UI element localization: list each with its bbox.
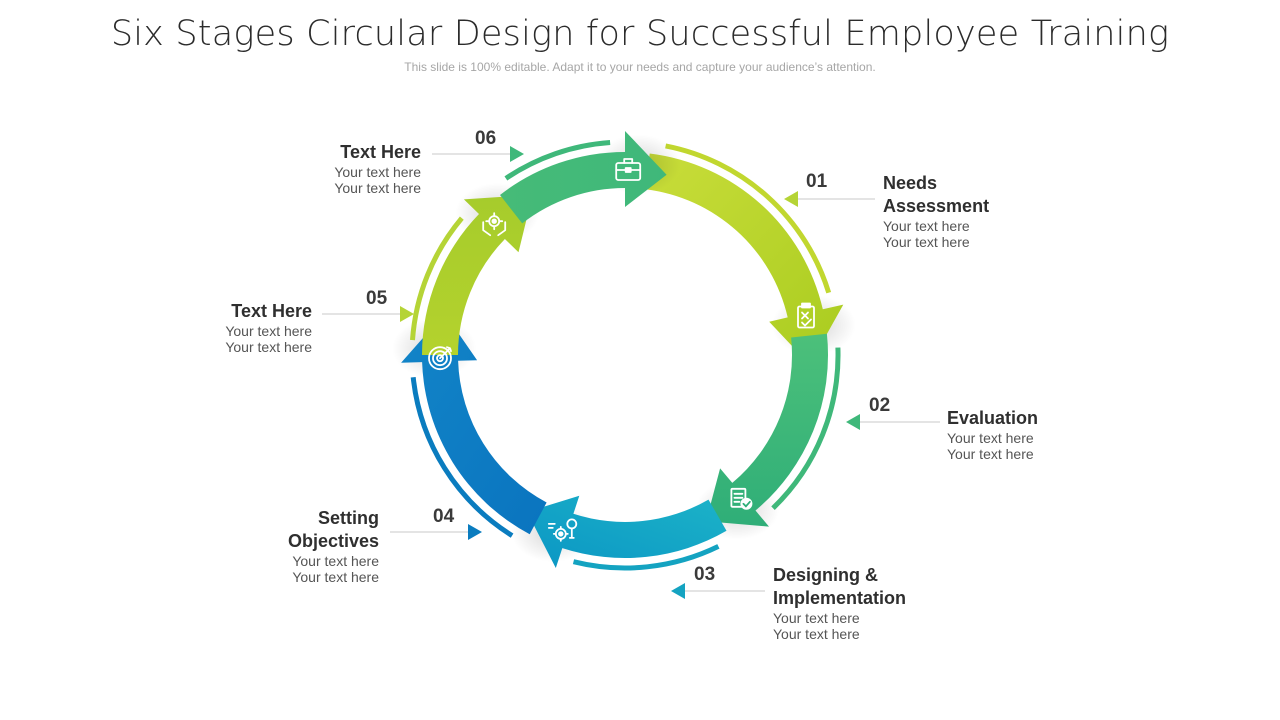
clipboard-check-icon: [797, 302, 815, 329]
arrow-06-accent-arc: [504, 140, 611, 181]
stage-01-text-block: Needs Assessment Your text here Your tex…: [883, 172, 989, 250]
stage-06-pointer-triangle: [510, 146, 524, 162]
stage-06-number: 06: [475, 128, 497, 149]
stage-03-label: Designing & Implementation: [773, 564, 906, 610]
checklist-badge-icon: [730, 487, 753, 510]
stage-04-label-line-1: Setting: [318, 508, 379, 528]
arrow-01-accent-arc: [665, 143, 832, 294]
stage-01-text-2: Your text here: [883, 234, 970, 250]
arrow-05-accent-arc: [410, 216, 464, 341]
stage-01-pointer-triangle: [784, 191, 798, 207]
arrow-06: [500, 131, 667, 224]
arrow-01: [645, 153, 844, 365]
gears-lightbulb-icon: [547, 518, 578, 542]
stage-05-number: 05: [366, 288, 388, 309]
stage-04-label-line-2: Objectives: [287, 531, 379, 551]
stage-03-number: 03: [694, 564, 716, 585]
stage-04-text-block: Setting Objectives Your text here Your t…: [288, 507, 379, 585]
stage-01-label: Needs Assessment: [883, 172, 989, 218]
stage-06-text-2: Your text here: [334, 180, 421, 196]
target-icon: [428, 346, 452, 371]
slide-title: Six Stages Circular Design for Successfu…: [110, 14, 1170, 54]
stage-02-text-block: Evaluation Your text here Your text here: [947, 407, 1038, 462]
stage-01-number: 01: [806, 171, 828, 192]
stage-02-number: 02: [869, 395, 891, 416]
stage-06-label: Text Here: [334, 141, 421, 164]
stage-05-text-1: Your text here: [225, 323, 312, 339]
arrow-04-accent-arc: [410, 377, 514, 538]
briefcase-icon: [615, 158, 642, 181]
stage-02-text-1: Your text here: [947, 430, 1034, 446]
stage-03-label-line-2: Implementation: [773, 588, 907, 608]
stage-04-text-2: Your text here: [292, 569, 379, 585]
stage-03-pointer-triangle: [671, 583, 685, 599]
stage-05-pointer-triangle: [400, 306, 414, 322]
arrow-02-accent-arc: [771, 347, 841, 510]
stage-03-text-2: Your text here: [773, 626, 860, 642]
stage-05-text-2: Your text here: [225, 339, 312, 355]
stage-04-label: Setting Objectives: [288, 507, 379, 553]
stage-03-text-1: Your text here: [773, 610, 860, 626]
stage-04-pointer-triangle: [468, 524, 482, 540]
arrow-02: [706, 333, 829, 527]
stage-03-text-block: Designing & Implementation Your text her…: [773, 564, 906, 642]
stage-02-label: Evaluation: [947, 407, 1038, 430]
stage-03-label-line-1: Designing &: [773, 565, 879, 585]
stage-01-label-line-1: Needs: [883, 173, 938, 193]
stage-02-pointer-triangle: [846, 414, 860, 430]
stage-04-text-1: Your text here: [292, 553, 379, 569]
stage-04-number: 04: [433, 506, 455, 527]
stage-02-text-2: Your text here: [947, 446, 1034, 462]
arrow-03: [527, 495, 727, 568]
hands-gear-icon: [482, 212, 507, 237]
stage-02-label-line-1: Evaluation: [947, 408, 1039, 428]
stage-05-label-line-1: Text Here: [231, 301, 312, 321]
stage-01-text-1: Your text here: [883, 218, 970, 234]
stage-01-label-line-2: Assessment: [883, 196, 990, 216]
arrow-05: [422, 194, 533, 355]
stage-06-text-1: Your text here: [334, 164, 421, 180]
stage-06-text-block: Text Here Your text here Your text here: [334, 141, 421, 196]
stage-05-text-block: Text Here Your text here Your text here: [225, 300, 312, 355]
stage-05-label: Text Here: [225, 300, 312, 323]
arrow-03-accent-arc: [572, 544, 720, 571]
stage-06-label-line-1: Text Here: [340, 142, 421, 162]
slide-subtitle: This slide is 100% editable. Adapt it to…: [404, 60, 876, 74]
